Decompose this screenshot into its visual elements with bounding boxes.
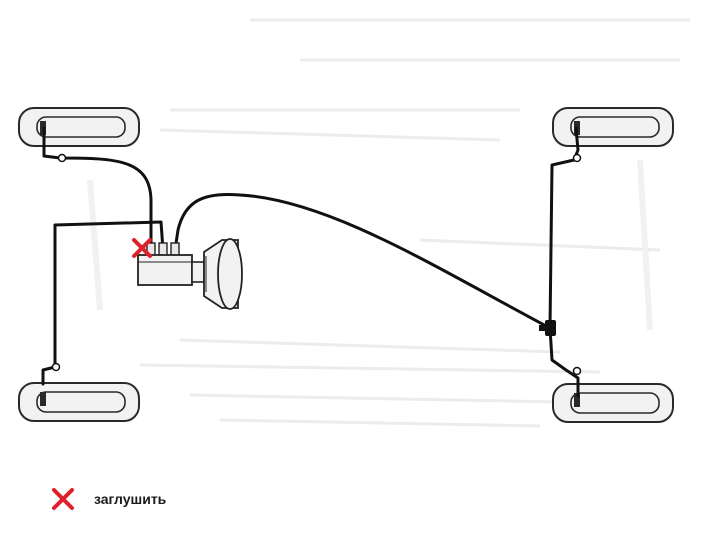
legend: заглушить	[50, 486, 166, 512]
wheel-rear-left	[18, 382, 140, 422]
master-cylinder-icon	[137, 238, 243, 310]
legend-text: заглушить	[94, 491, 167, 507]
wheel-fittings	[51, 153, 582, 376]
brake-line-rear-left	[41, 220, 165, 386]
wheel-front-right	[552, 107, 674, 147]
background-texture	[87, 18, 690, 428]
x-mark-icon	[52, 488, 74, 510]
wheel-front-left	[18, 107, 140, 147]
brake-lines	[41, 126, 580, 398]
wheel-rear-right	[552, 383, 674, 423]
plug-mark	[132, 238, 152, 258]
brake-line-rear-right	[548, 326, 580, 398]
brake-line-rear-main	[173, 192, 552, 330]
tee-fitting-icon	[539, 320, 556, 336]
